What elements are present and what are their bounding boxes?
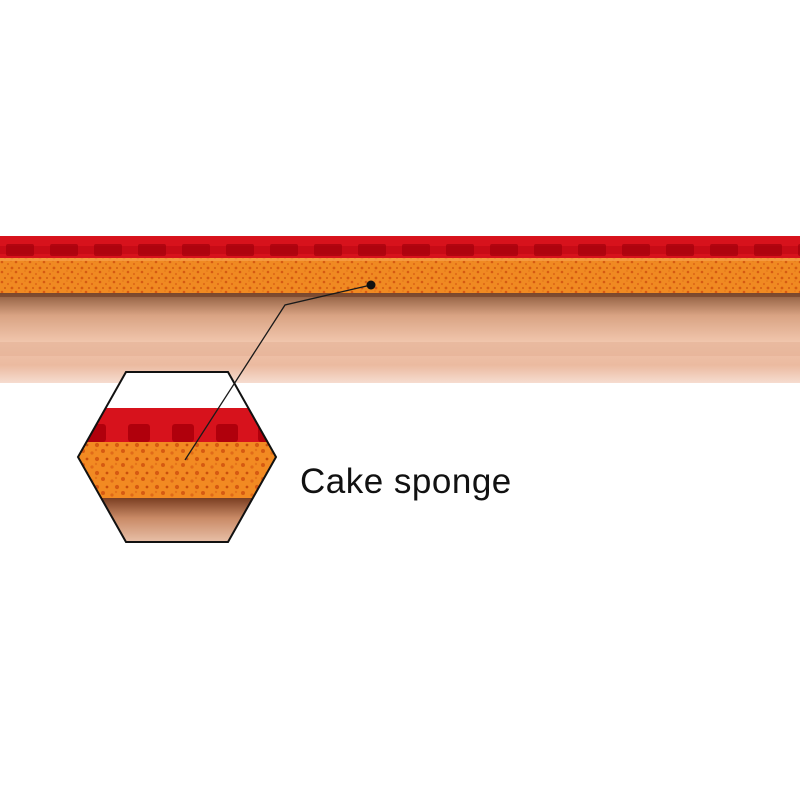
rubber-pimple <box>358 244 386 256</box>
rubber-pimple <box>226 244 254 256</box>
rubber-pimple <box>50 244 78 256</box>
rubber-pimple <box>666 244 694 256</box>
rubber-pimple <box>138 244 166 256</box>
rubber-pimple <box>270 244 298 256</box>
leader-line <box>184 284 372 461</box>
rubber-pimple <box>446 244 474 256</box>
rubber-pimple <box>490 244 518 256</box>
hexagon-zoom-icon <box>78 372 276 542</box>
hexagon-outline <box>76 371 278 543</box>
rubber-pimple <box>314 244 342 256</box>
rubber-pimple <box>94 244 122 256</box>
rubber-pimples <box>6 244 800 256</box>
zoom-wood-layer <box>78 498 276 542</box>
rubber-pimple <box>710 244 738 256</box>
rubber-pimple <box>578 244 606 256</box>
blade-wood-layer <box>0 293 800 383</box>
leader-dot-icon <box>366 280 376 290</box>
rubber-pimple <box>534 244 562 256</box>
zoom-sponge-layer <box>78 442 276 500</box>
rubber-pimple-row <box>0 246 800 254</box>
rubber-pimple <box>182 244 210 256</box>
rubber-pimple <box>754 244 782 256</box>
rubber-pimple <box>402 244 430 256</box>
main-layer-band <box>0 236 800 383</box>
cake-sponge-label: Cake sponge <box>300 462 512 501</box>
cake-sponge-layer <box>0 258 800 294</box>
rubber-pimple <box>622 244 650 256</box>
rubber-pimple <box>6 244 34 256</box>
